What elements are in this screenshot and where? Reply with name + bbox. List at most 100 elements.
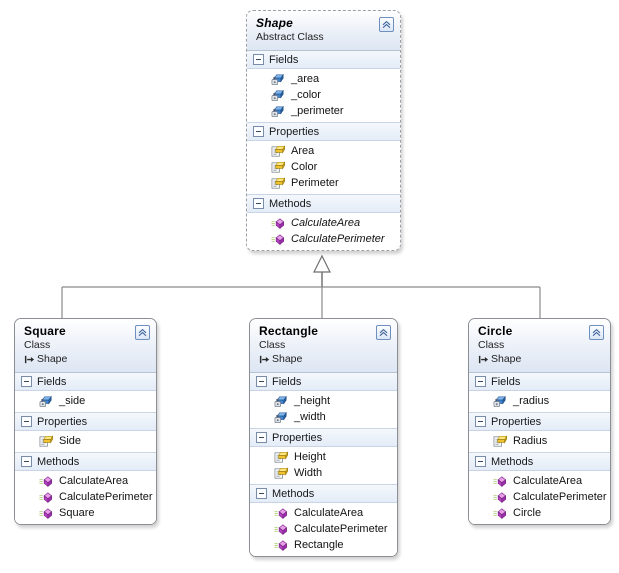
collapse-button-square[interactable]: [135, 325, 150, 340]
member-rectangle-property-0[interactable]: Height: [250, 449, 397, 465]
section-title-circle-field: Fields: [491, 375, 521, 388]
member-circle-field-0[interactable]: _radius: [469, 393, 610, 409]
member-square-property-0[interactable]: Side: [15, 433, 156, 449]
expander-circle-method[interactable]: [475, 456, 486, 467]
section-title-rectangle-property: Properties: [272, 431, 323, 444]
member-list-shape-field: _area _color _perimeter: [247, 69, 400, 122]
member-list-circle-field: _radius: [469, 391, 610, 412]
section-header-shape-method[interactable]: Methods: [247, 194, 400, 213]
expander-shape-method[interactable]: [253, 198, 264, 209]
member-square-method-0[interactable]: CalculateArea: [15, 473, 156, 489]
member-name: CalculateArea: [294, 507, 364, 519]
member-shape-field-2[interactable]: _perimeter: [247, 103, 400, 119]
member-shape-field-1[interactable]: _color: [247, 87, 400, 103]
member-name: _color: [291, 89, 321, 101]
expander-square-method[interactable]: [21, 456, 32, 467]
class-base-name-circle: Shape: [491, 353, 522, 365]
member-circle-method-2[interactable]: Circle: [469, 505, 610, 521]
expander-rectangle-field[interactable]: [256, 376, 267, 387]
member-name: CalculateArea: [291, 217, 361, 229]
section-header-circle-field[interactable]: Fields: [469, 373, 610, 391]
member-circle-method-0[interactable]: CalculateArea: [469, 473, 610, 489]
method-icon: [493, 491, 507, 503]
expander-square-property[interactable]: [21, 416, 32, 427]
section-header-rectangle-method[interactable]: Methods: [250, 484, 397, 503]
member-rectangle-property-1[interactable]: Width: [250, 465, 397, 481]
member-shape-field-0[interactable]: _area: [247, 71, 400, 87]
expander-rectangle-property[interactable]: [256, 432, 267, 443]
collapse-button-rectangle[interactable]: [376, 325, 391, 340]
class-kind-square: Class: [24, 339, 51, 351]
collapse-button-shape[interactable]: [379, 17, 394, 32]
expander-shape-property[interactable]: [253, 126, 264, 137]
member-square-method-2[interactable]: Square: [15, 505, 156, 521]
method-icon: [274, 507, 288, 519]
expander-circle-field[interactable]: [475, 376, 486, 387]
member-name: CalculatePerimeter: [513, 491, 607, 503]
member-shape-property-0[interactable]: Area: [247, 143, 400, 159]
member-name: Perimeter: [291, 177, 339, 189]
member-rectangle-field-0[interactable]: _height: [250, 393, 397, 409]
field-private-icon: [271, 105, 284, 117]
class-kind-circle: Class: [478, 339, 505, 351]
section-header-square-method[interactable]: Methods: [15, 452, 156, 471]
method-icon: [274, 523, 288, 535]
member-square-field-0[interactable]: _side: [15, 393, 156, 409]
section-title-circle-property: Properties: [491, 415, 542, 428]
member-rectangle-method-2[interactable]: Rectangle: [250, 537, 397, 553]
member-name: Color: [291, 161, 318, 173]
member-shape-method-0[interactable]: CalculateArea: [247, 215, 400, 231]
member-rectangle-method-1[interactable]: CalculatePerimeter: [250, 521, 397, 537]
section-header-square-property[interactable]: Properties: [15, 412, 156, 431]
property-icon: [39, 434, 54, 447]
section-header-circle-method[interactable]: Methods: [469, 452, 610, 471]
method-icon: [39, 507, 53, 519]
member-circle-property-0[interactable]: Radius: [469, 433, 610, 449]
class-name-circle: Circle: [478, 324, 513, 338]
member-name: Radius: [513, 435, 548, 447]
expander-rectangle-method[interactable]: [256, 488, 267, 499]
section-header-square-field[interactable]: Fields: [15, 373, 156, 391]
member-circle-method-1[interactable]: CalculatePerimeter: [469, 489, 610, 505]
member-shape-property-2[interactable]: Perimeter: [247, 175, 400, 191]
member-rectangle-field-1[interactable]: _width: [250, 409, 397, 425]
member-name: Width: [294, 467, 323, 479]
member-rectangle-method-0[interactable]: CalculateArea: [250, 505, 397, 521]
class-kind-shape: Abstract Class: [256, 31, 324, 43]
section-header-rectangle-field[interactable]: Fields: [250, 373, 397, 391]
property-icon: [274, 450, 289, 463]
property-icon: [274, 466, 289, 479]
method-abstract-icon: [271, 233, 285, 245]
member-square-method-1[interactable]: CalculatePerimeter: [15, 489, 156, 505]
member-name: Side: [59, 435, 82, 447]
member-shape-method-1[interactable]: CalculatePerimeter: [247, 231, 400, 247]
field-private-icon: [493, 395, 506, 407]
section-header-circle-property[interactable]: Properties: [469, 412, 610, 431]
expander-square-field[interactable]: [21, 376, 32, 387]
section-header-shape-field[interactable]: Fields: [247, 51, 400, 69]
collapse-button-circle[interactable]: [589, 325, 604, 340]
class-name-shape: Shape: [256, 16, 294, 30]
member-name: Height: [294, 451, 326, 463]
member-shape-property-1[interactable]: Color: [247, 159, 400, 175]
field-private-icon: [274, 395, 287, 407]
expander-circle-property[interactable]: [475, 416, 486, 427]
section-header-shape-property[interactable]: Properties: [247, 122, 400, 141]
section-title-shape-field: Fields: [269, 53, 299, 66]
section-header-rectangle-property[interactable]: Properties: [250, 428, 397, 447]
expander-shape-field[interactable]: [253, 54, 264, 65]
member-name: _side: [59, 395, 86, 407]
